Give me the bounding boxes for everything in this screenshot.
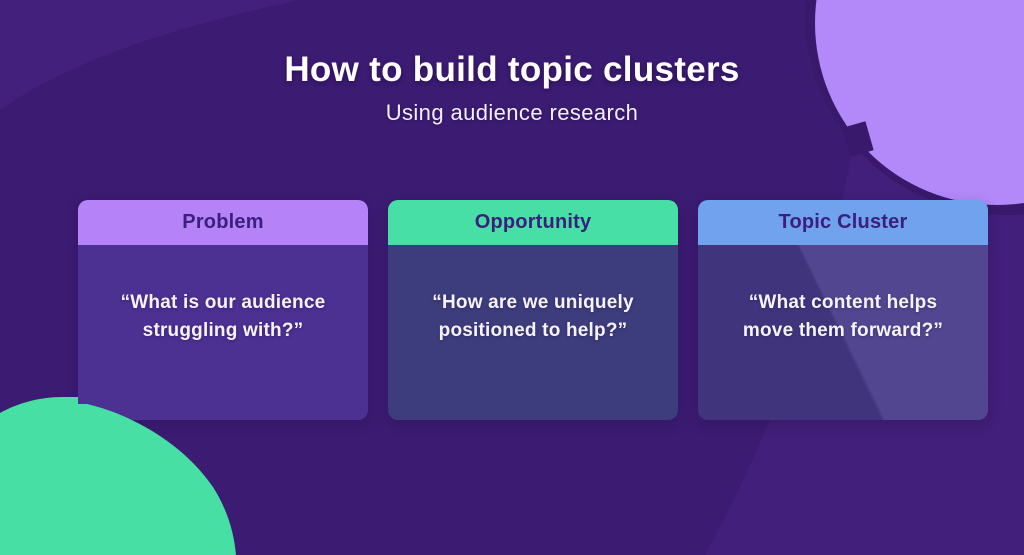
purple-blob	[815, 0, 1024, 205]
card-opportunity: Opportunity “How are we uniquely positio…	[388, 200, 678, 420]
card-problem-body: “What is our audience struggling with?”	[78, 245, 368, 420]
card-problem-quote: “What is our audience struggling with?”	[120, 291, 326, 341]
card-topic-cluster-title: Topic Cluster	[778, 211, 908, 233]
card-problem: Problem “What is our audience struggling…	[78, 200, 368, 420]
card-opportunity-header: Opportunity	[388, 200, 678, 245]
page-title: How to build topic clusters	[284, 50, 740, 89]
card-topic-cluster: Topic Cluster “What content helps move t…	[698, 200, 988, 420]
green-blob	[0, 397, 236, 555]
card-topic-cluster-header: Topic Cluster	[698, 200, 988, 245]
card-topic-cluster-body: “What content helps move them forward?”	[698, 245, 988, 420]
card-opportunity-body: “How are we uniquely positioned to help?…	[388, 245, 678, 420]
card-problem-header: Problem	[78, 200, 368, 245]
card-row: Problem “What is our audience struggling…	[78, 200, 988, 420]
card-opportunity-title: Opportunity	[474, 211, 592, 233]
page-subtitle: Using audience research	[385, 100, 639, 125]
card-problem-title: Problem	[182, 211, 264, 233]
purple-blob-notch	[842, 121, 874, 157]
card-opportunity-quote: “How are we uniquely positioned to help?…	[432, 291, 634, 341]
swirl-top-left	[0, 0, 300, 110]
card-topic-cluster-quote: “What content helps move them forward?”	[742, 291, 944, 341]
